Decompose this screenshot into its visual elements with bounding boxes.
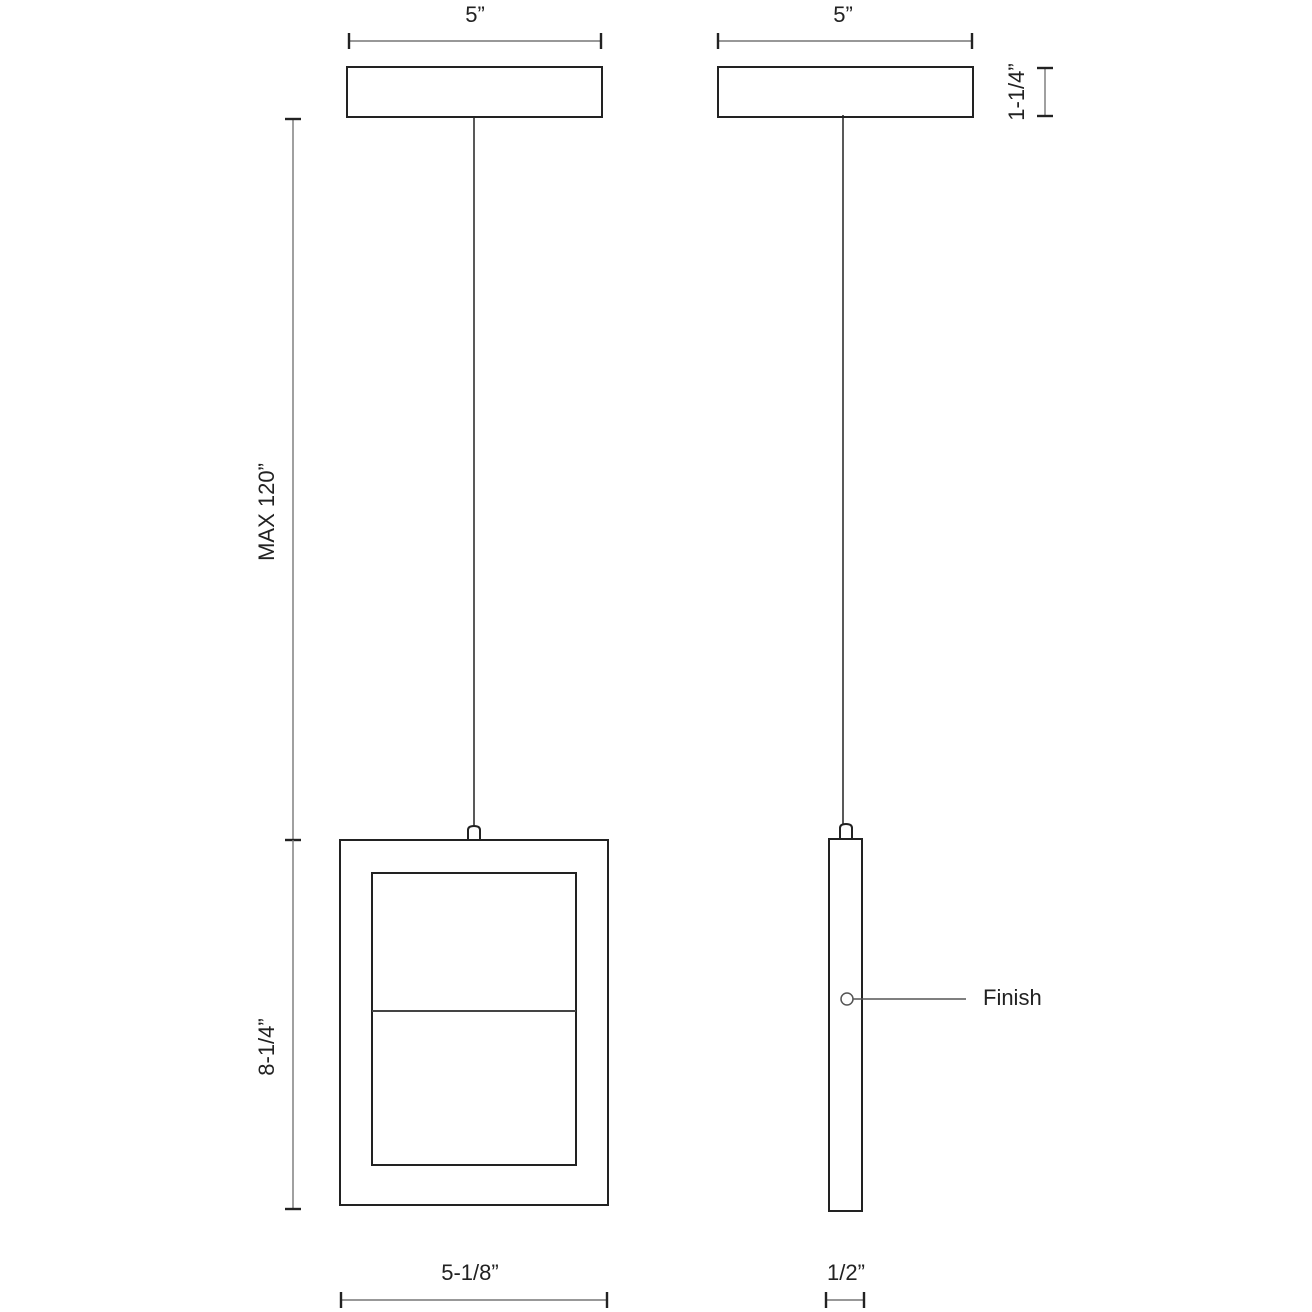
side-canopy-width-label: 5” (833, 2, 853, 27)
front-canopy-width-dimension: 5” (347, 2, 603, 49)
side-cable-connector (839, 822, 853, 838)
fixture-width-dimension: 5-1/8” (339, 1260, 609, 1308)
front-canopy-width-label: 5” (465, 2, 485, 27)
finish-callout: Finish (840, 985, 1042, 1010)
front-fixture-frame (339, 839, 609, 1206)
finish-marker-icon (840, 992, 854, 1006)
side-canopy-height-dimension: 1-1/4” (1004, 63, 1053, 121)
side-canopy-height-label: 1-1/4” (1004, 63, 1029, 120)
front-canopy (346, 66, 603, 118)
side-canopy (717, 66, 974, 118)
fixture-height-dimension: 8-1/4” (254, 840, 301, 1211)
front-cable-connector (467, 824, 481, 840)
fixture-depth-dimension: 1/2” (824, 1260, 866, 1308)
overall-height-dimension: MAX 120” (254, 117, 301, 842)
fixture-depth-label: 1/2” (827, 1260, 865, 1285)
fixture-height-label: 8-1/4” (254, 1018, 279, 1075)
overall-height-label: MAX 120” (254, 463, 279, 561)
fixture-width-label: 5-1/8” (441, 1260, 498, 1285)
side-fixture-body (828, 838, 863, 1212)
finish-label: Finish (983, 985, 1042, 1010)
side-canopy-width-dimension: 5” (716, 2, 974, 49)
front-fixture-panel (371, 872, 577, 1166)
side-view: 5” 1-1/4” Finish 1/2” (716, 2, 1053, 1308)
front-view: 5” MAX 120” 8-1/4” (254, 2, 609, 1308)
